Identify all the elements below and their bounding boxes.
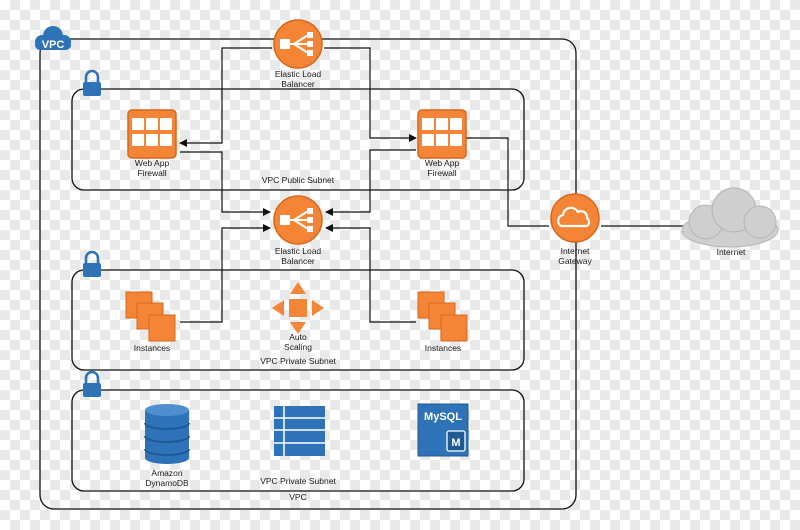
waf-right: Web App Firewall [417, 109, 467, 178]
gateway-cloud-icon [550, 193, 600, 243]
internet-label: Internet [717, 247, 746, 257]
mysql-badge: M [451, 437, 460, 449]
elb-mid: Elastic Load Balancer [273, 195, 323, 266]
private-subnet-label-2: VPC Private Subnet [260, 476, 336, 486]
mysql-icon: MySQL M [417, 403, 469, 457]
waf-right-label-line2: Firewall [427, 168, 456, 178]
autoscaling-label-line2: Scaling [284, 342, 312, 352]
elb-top: Elastic Load Balancer [273, 19, 323, 89]
connector-instances-left-to-elb-mid [180, 224, 271, 323]
dynamodb-label-line1: Amazon [151, 468, 182, 478]
connector-elb-top-to-waf-right [324, 47, 417, 142]
database-icon [144, 404, 190, 464]
vpc-badge: VPC [35, 26, 71, 51]
mysql-rds: MySQL M [417, 403, 469, 457]
dynamodb-label-line2: DynamoDB [145, 478, 189, 488]
vpc-label: VPC [289, 492, 306, 502]
load-balancer-icon [273, 195, 323, 245]
table-icon [274, 406, 325, 456]
gateway-label-line2: Gateway [558, 256, 592, 266]
load-balancer-icon [273, 19, 323, 69]
lock-icon-private-1 [83, 250, 101, 277]
internet-cloud-icon [681, 187, 779, 248]
waf-left-label-line2: Firewall [137, 168, 166, 178]
private-subnet-box-2 [71, 389, 525, 492]
mysql-label: MySQL [424, 411, 462, 423]
vpc-cloud-icon [35, 26, 71, 50]
auto-scaling-icon [272, 282, 324, 334]
connector-waf-left-to-elb-mid [180, 151, 271, 216]
auto-scaling: Auto Scaling [272, 282, 324, 352]
private-subnet-label-1: VPC Private Subnet [260, 356, 336, 366]
elb-mid-label-line2: Balancer [281, 256, 315, 266]
firewall-icon [417, 109, 467, 159]
connectors [179, 47, 684, 323]
vpc-badge-label: VPC [42, 39, 65, 51]
lock-icon-public [83, 69, 101, 96]
elb-top-label-line1: Elastic Load [275, 69, 322, 79]
waf-left: Web App Firewall [127, 109, 177, 178]
instances-left-label: Instances [134, 343, 170, 353]
elb-mid-label-line1: Elastic Load [275, 246, 322, 256]
instances-right-label: Instances [425, 343, 461, 353]
waf-left-label-line1: Web App [135, 158, 170, 168]
instances-right: Instances [417, 291, 468, 353]
elb-top-label-line2: Balancer [281, 79, 315, 89]
internet-gateway: Internet Gateway [550, 193, 600, 266]
waf-right-label-line1: Web App [425, 158, 460, 168]
firewall-icon [127, 109, 177, 159]
dynamodb: Amazon DynamoDB [144, 404, 190, 488]
public-subnet-label: VPC Public Subnet [262, 175, 335, 185]
connector-instances-right-to-elb-mid [325, 224, 416, 323]
public-subnet-box [71, 88, 525, 191]
connector-waf-right-to-elb-mid [325, 149, 416, 216]
connector-elb-top-to-waf-left [179, 47, 272, 147]
private-subnet-box-1 [71, 269, 525, 371]
connector-waf-right-to-gateway [464, 137, 549, 227]
autoscaling-label-line1: Auto [289, 332, 307, 342]
instances-left: Instances [125, 291, 176, 353]
internet: Internet [681, 187, 779, 257]
instances-icon [125, 291, 176, 342]
gateway-label-line1: Internet [561, 246, 590, 256]
lock-icon-private-2 [83, 370, 101, 397]
instances-icon [417, 291, 468, 342]
